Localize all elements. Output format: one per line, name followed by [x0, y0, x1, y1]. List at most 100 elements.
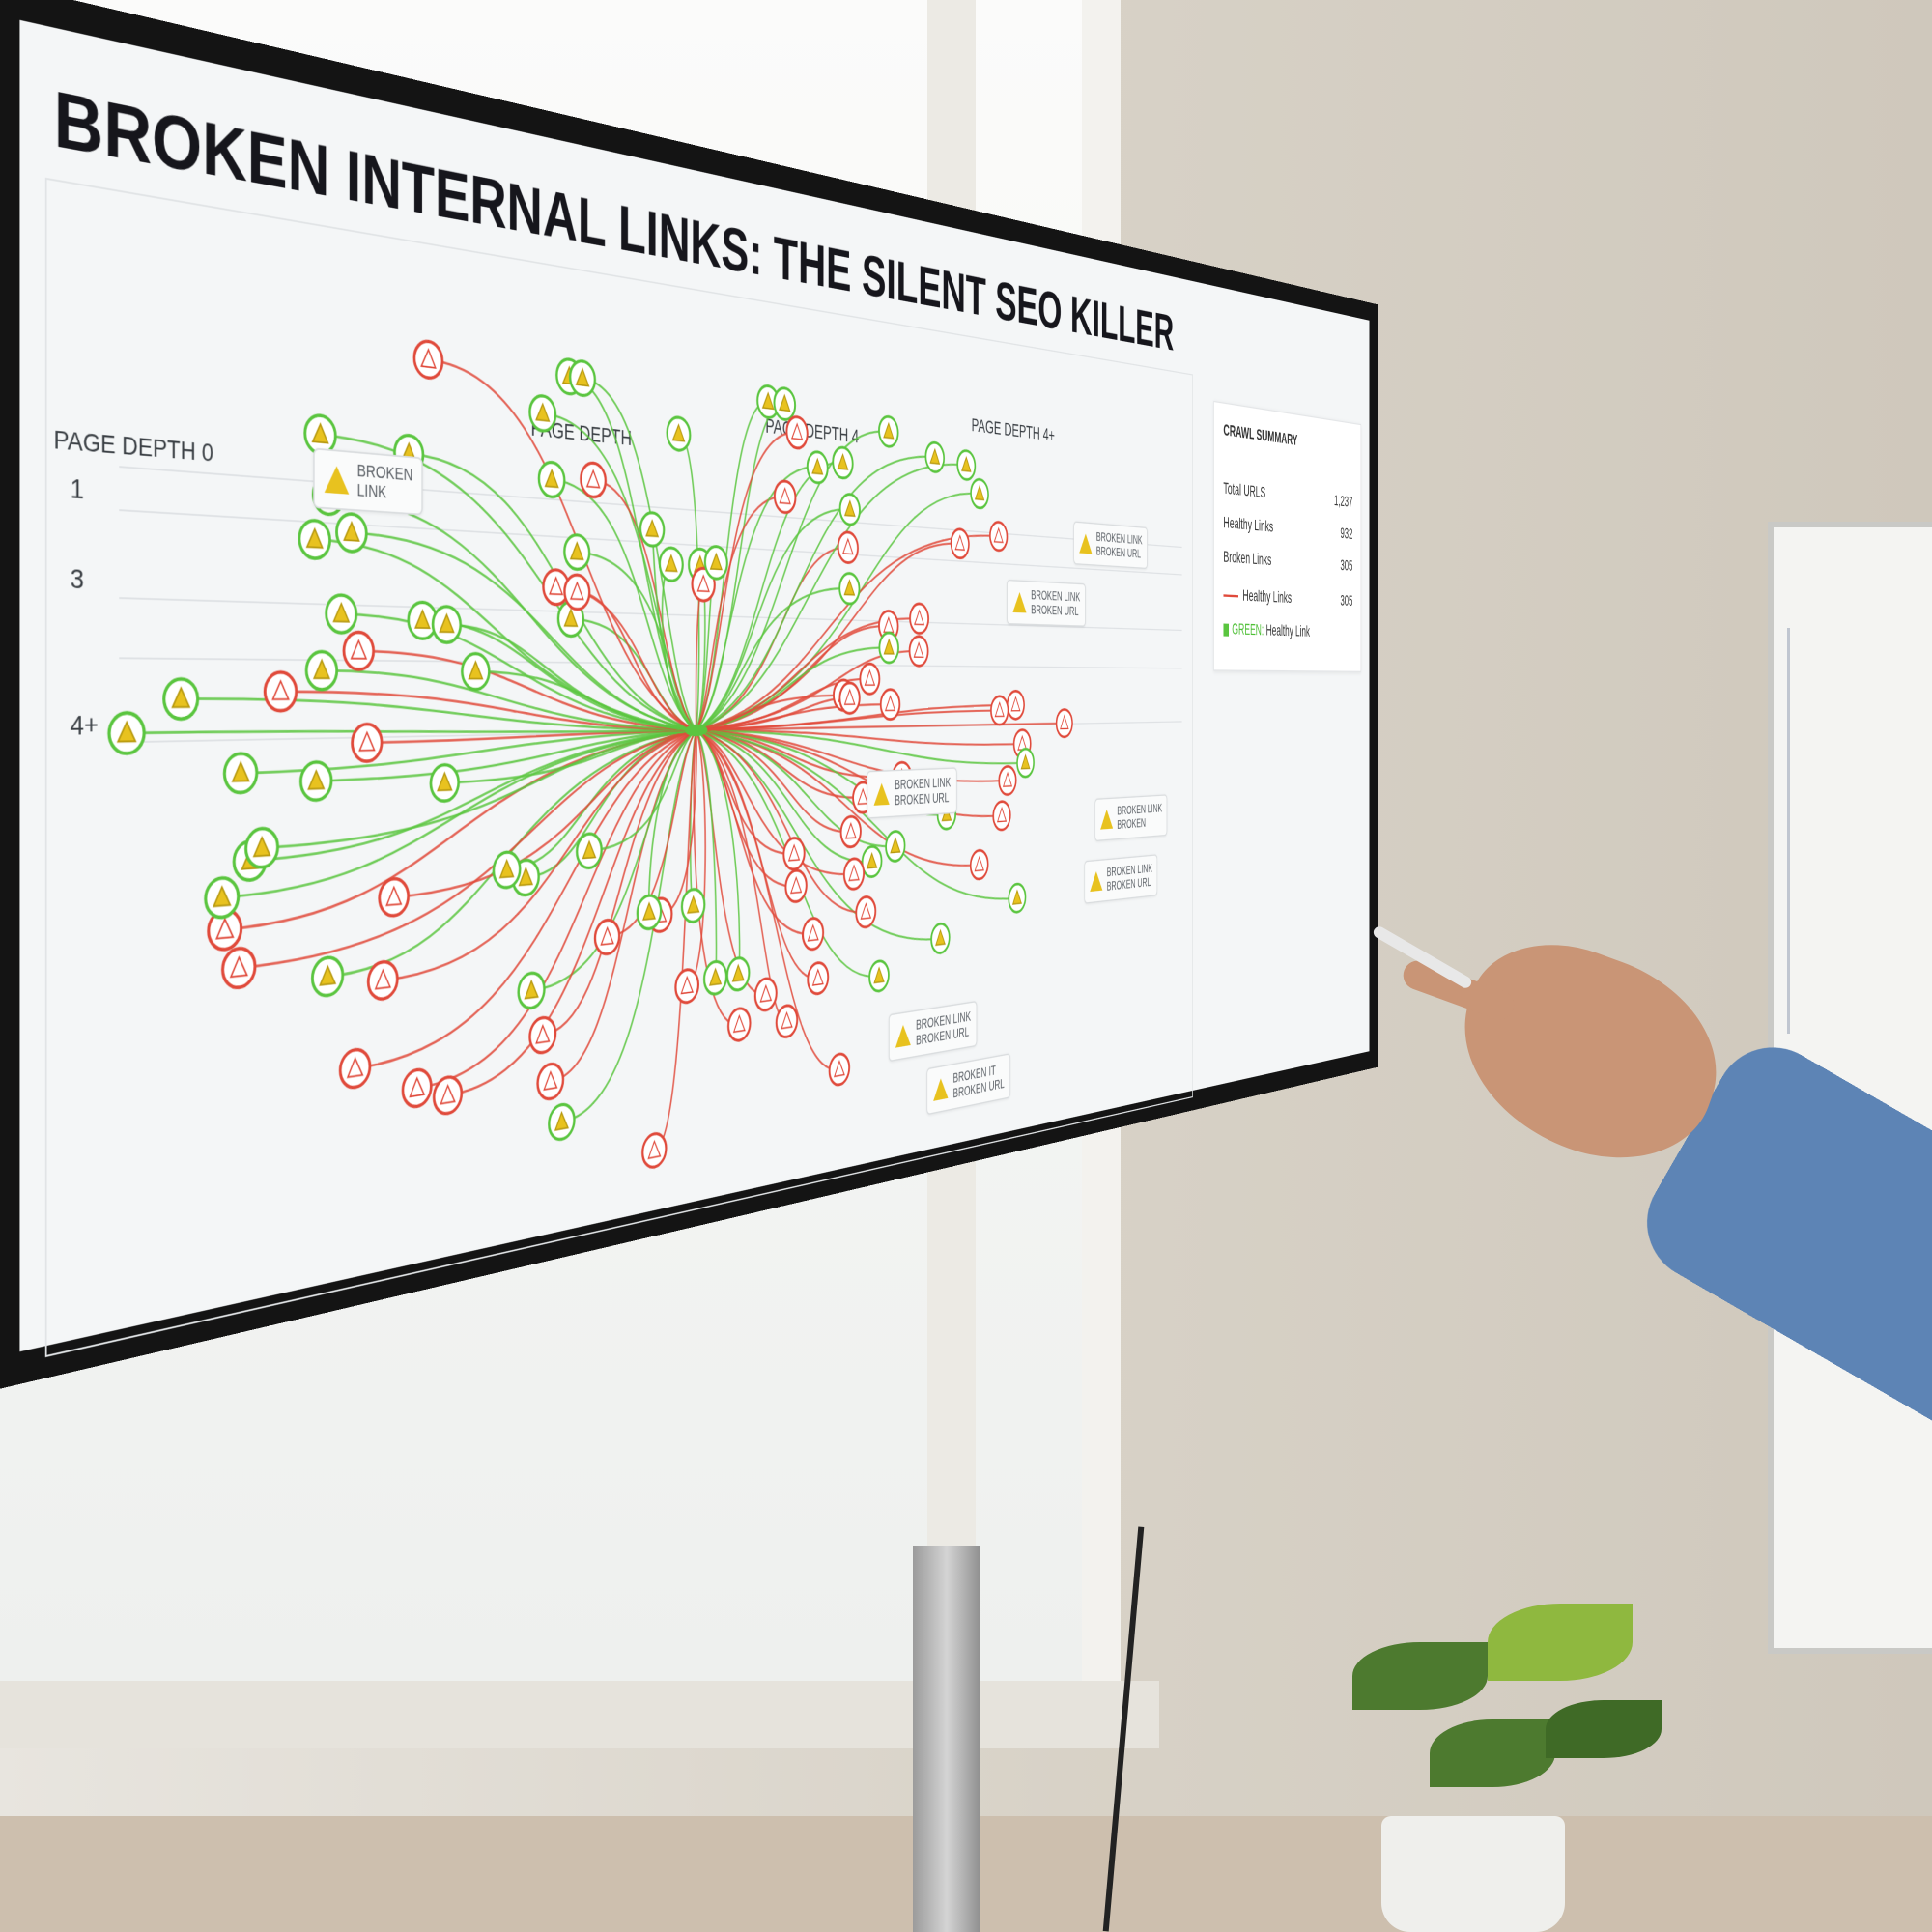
callout-line2: BROKEN URL: [895, 790, 951, 809]
healthy-page-node: [640, 512, 664, 547]
summary-label: Broken Links: [1223, 548, 1271, 569]
broken-link-callout: BROKEN LINKBROKEN URL: [1007, 580, 1086, 627]
broken-page-node: [993, 801, 1010, 830]
tv-stand-pole: [913, 1546, 980, 1932]
healthy-page-node: [327, 594, 356, 633]
node-circle: [991, 696, 1009, 725]
broken-page-node: [775, 480, 796, 513]
warning-triangle-icon: [895, 1024, 911, 1048]
healthy-page-node: [433, 606, 461, 642]
broken-page-node: [808, 961, 828, 995]
node-circle: [838, 531, 858, 563]
broken-page-node: [841, 816, 861, 848]
broken-page-node: [223, 947, 255, 989]
broken-page-node: [856, 896, 875, 928]
broken-page-node: [380, 878, 409, 918]
broken-link-callout: BROKENLINK: [313, 448, 423, 516]
node-circle: [990, 522, 1008, 552]
summary-value: 932: [1340, 525, 1352, 543]
node-circle: [856, 896, 875, 928]
node-circle: [952, 528, 969, 558]
node-circle: [775, 480, 796, 513]
warning-triangle-icon: [1079, 533, 1092, 554]
broken-page-node: [403, 1067, 431, 1108]
warning-triangle-icon: [1012, 592, 1026, 613]
node-circle: [830, 1053, 850, 1087]
broken-page-node: [785, 869, 806, 902]
healthy-page-node: [109, 713, 144, 754]
broken-page-node: [881, 690, 900, 720]
node-circle: [808, 961, 828, 995]
summary-label: Healthy Links: [1223, 513, 1273, 535]
node-circle: [728, 1007, 750, 1041]
healthy-page-node: [224, 753, 256, 793]
summary-row-broken-links: Broken Links305: [1223, 548, 1352, 575]
healthy-page-node: [549, 1102, 574, 1141]
broken-page-node: [786, 415, 807, 449]
healthy-page-node: [206, 877, 239, 919]
node-circle: [675, 968, 698, 1004]
legend-value: 305: [1340, 592, 1352, 610]
node-circle: [403, 1067, 431, 1108]
broken-link-edge: [543, 730, 696, 1036]
healthy-page-node: [879, 633, 898, 663]
node-circle: [642, 1131, 666, 1169]
node-circle: [910, 637, 928, 667]
broken-link-edge: [696, 727, 839, 1094]
warning-triangle-icon: [933, 1077, 948, 1101]
healthy-page-node: [519, 972, 545, 1009]
node-circle: [785, 869, 806, 902]
broken-link-callout: BROKEN LINKBROKEN URL: [867, 767, 957, 818]
healthy-page-node: [577, 833, 602, 868]
callout-line2: BROKEN URL: [1096, 545, 1143, 562]
summary-title: CRAWL SUMMARY: [1223, 420, 1352, 456]
healthy-page-node: [839, 573, 859, 604]
broken-page-node: [839, 683, 859, 714]
healthy-page-node: [840, 494, 860, 526]
broken-page-node: [595, 919, 619, 955]
healthy-page-node: [957, 450, 975, 481]
broken-link-callout: BROKEN LINKBROKEN URL: [1073, 521, 1148, 569]
healthy-page-node: [808, 451, 828, 484]
broken-link-edge: [225, 730, 696, 929]
node-circle: [344, 632, 374, 669]
warning-triangle-icon: [325, 465, 350, 494]
healthy-page-node: [705, 546, 727, 580]
broken-page-node: [1057, 709, 1073, 737]
broken-page-node: [838, 531, 858, 563]
broken-page-node: [642, 1131, 666, 1169]
healthy-page-node: [336, 513, 366, 553]
node-circle: [1008, 691, 1024, 719]
broken-page-node: [353, 724, 382, 761]
healthy-link-edge: [315, 539, 696, 737]
warning-triangle-icon: [1100, 810, 1113, 830]
broken-page-node: [414, 340, 442, 380]
legend-prefix: GREEN:: [1232, 620, 1264, 639]
tv-screen-perspective: BROKEN INTERNAL LINKS: THE SILENT SEO KI…: [0, 0, 1932, 1391]
broken-page-node: [344, 632, 374, 669]
node-circle: [839, 683, 859, 714]
node-circle: [434, 1075, 462, 1116]
callout-line2: BROKEN URL: [1031, 603, 1080, 619]
summary-value: 1,237: [1334, 492, 1352, 511]
healthy-page-node: [668, 416, 691, 452]
node-circle: [777, 1004, 798, 1038]
node-circle: [783, 838, 804, 870]
healthy-page-node: [774, 386, 795, 420]
healthy-page-node: [299, 520, 330, 559]
broken-page-node: [675, 968, 698, 1004]
node-circle: [353, 724, 382, 761]
broken-page-node: [803, 918, 823, 951]
node-circle: [581, 462, 605, 497]
healthy-page-node: [1017, 749, 1034, 778]
broken-link-callout: BROKEN LINKBROKEN: [1094, 794, 1167, 841]
summary-label: Total URLS: [1223, 479, 1265, 502]
healthy-page-node: [879, 415, 898, 447]
node-circle: [414, 340, 442, 380]
healthy-link-edge: [696, 447, 843, 729]
plant-leaf: [1430, 1719, 1555, 1787]
healthy-link-edge: [696, 455, 818, 730]
healthy-page-node: [925, 441, 944, 472]
link-network-diagram: [19, 20, 1207, 1378]
node-circle: [881, 690, 900, 720]
